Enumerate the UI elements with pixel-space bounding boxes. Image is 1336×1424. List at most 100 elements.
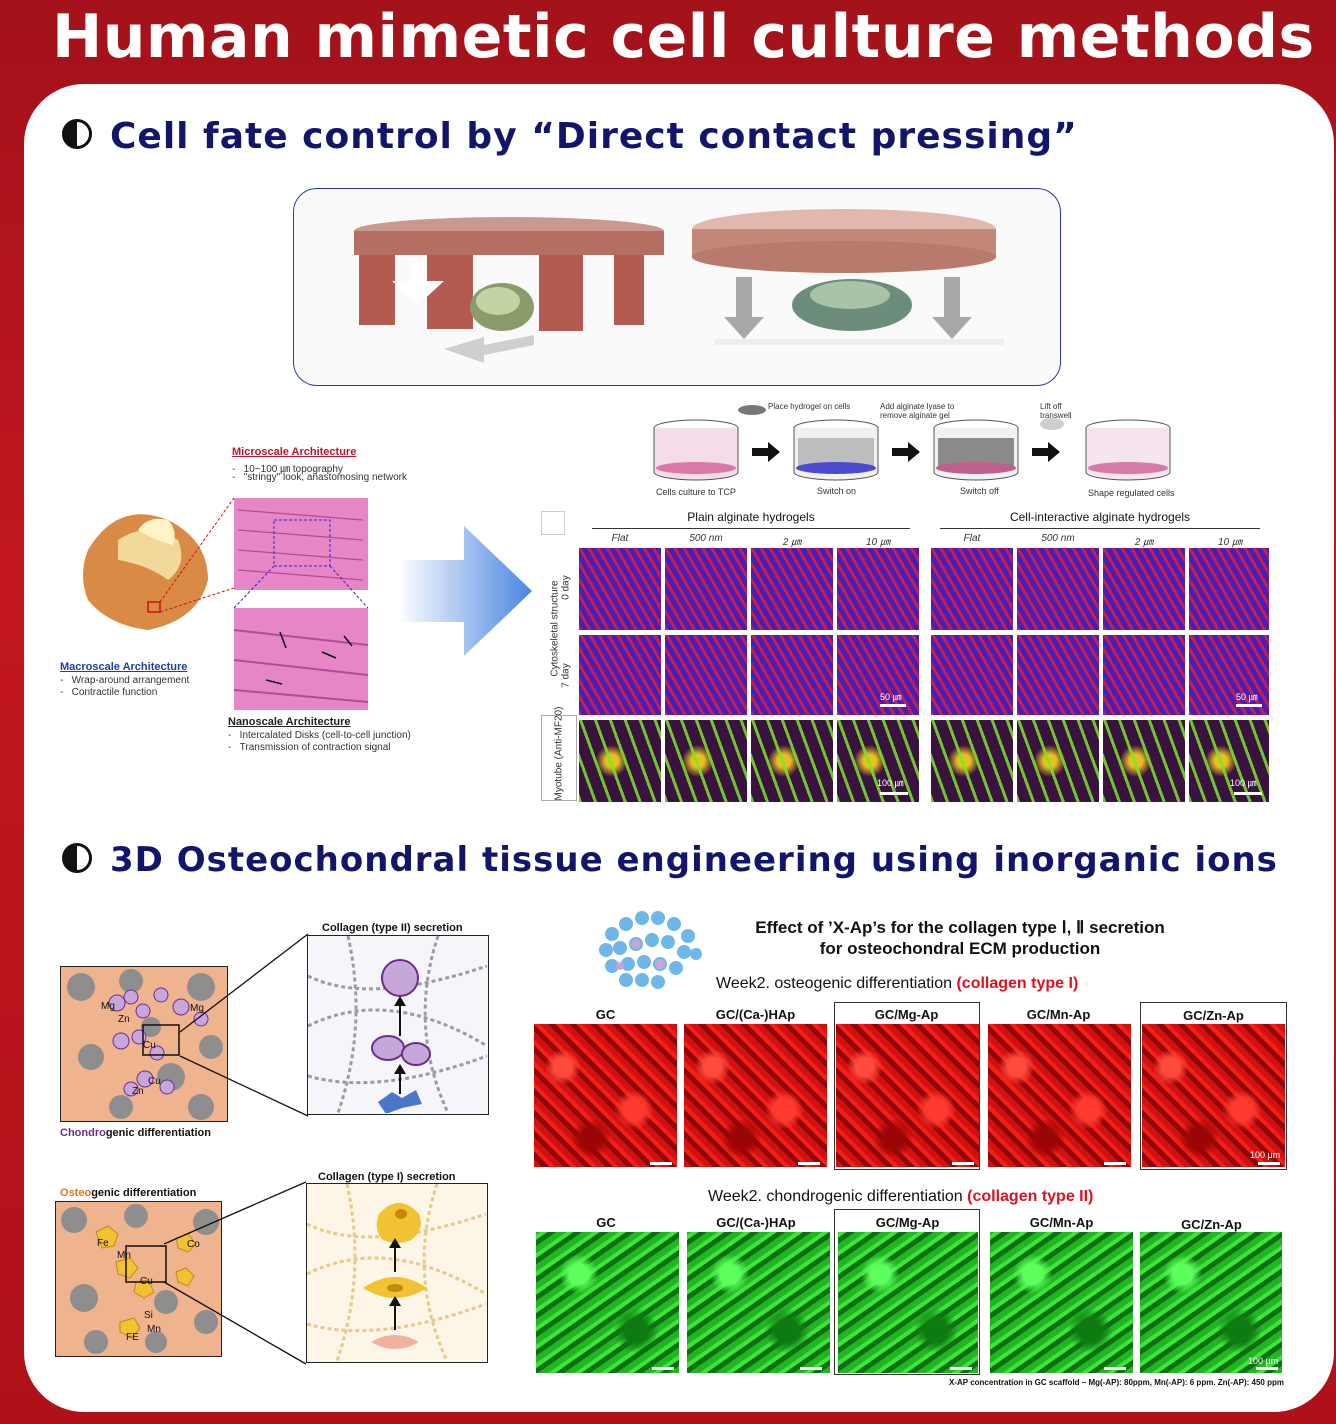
collagen1-mgap-image	[836, 1024, 979, 1167]
macro-item-2: - Contractile function	[60, 687, 158, 698]
effect-title-line1: Effect of ’X-Ap’s for the collagen type …	[755, 918, 1165, 937]
green-col-gc-mgap: GC/Mg-Ap	[875, 1215, 940, 1230]
pressing-diagram	[354, 209, 1004, 363]
myo-500nm-interactive	[1017, 720, 1099, 802]
particle-cluster-image	[599, 911, 702, 989]
chondro-scaffold-image	[67, 969, 223, 1120]
osteo-ion-2: Mn	[117, 1250, 131, 1261]
collagen2-illustration	[307, 935, 488, 1114]
col-500nm-1: 500 nm	[689, 533, 723, 544]
red-highlight-mg	[834, 1002, 980, 1170]
cyto-0day-500nm-plain	[665, 548, 747, 630]
chondro-prefix: Chondro	[60, 1127, 106, 1139]
green-highlight-mg	[834, 1209, 980, 1375]
osteo-scaffold-image	[61, 1204, 219, 1354]
week-chondro-highlight: (collagen type II)	[967, 1188, 1094, 1205]
red-col-gc-mnap: GC/Mn-Ap	[1026, 1007, 1091, 1022]
osteo-scaffold	[55, 1201, 222, 1357]
red-scalebar-3	[952, 1162, 974, 1165]
osteo-zoom-lines	[163, 1181, 307, 1365]
myo-500nm-plain	[665, 720, 747, 802]
green-col-gc-caHap: GC/(Ca-)HAp	[716, 1215, 796, 1230]
chondro-suffix: genic differentiation	[105, 1127, 211, 1139]
nano-item-2-text: Transmission of contraction signal	[239, 742, 391, 753]
red-highlight-zn	[1140, 1002, 1287, 1170]
myotube-label-box	[541, 715, 577, 801]
grid-corner-box	[541, 511, 565, 535]
col-10um-1: 10 ㎛	[866, 537, 890, 548]
osteo-ion-4: Cu	[140, 1276, 153, 1287]
scale-100um-2: 100 ㎛	[1230, 778, 1257, 788]
osteo-ion-3: Co	[187, 1239, 200, 1250]
scale-bar-100um-1	[880, 792, 908, 795]
page-title: Human mimetic cell culture methods	[52, 2, 1315, 72]
cyto-7day-500nm-plain	[665, 635, 747, 715]
nano-item-2: - Transmission of contraction signal	[228, 742, 391, 753]
green-scalebar-5	[1256, 1367, 1278, 1370]
cyto-7day-2um-plain	[751, 635, 833, 715]
step3-note: Add alginate lyase to remove alginate ge…	[880, 402, 955, 420]
chondro-ion-6: Zn	[132, 1086, 144, 1097]
collagen1-gc-image	[534, 1024, 677, 1167]
week-osteo-text: Week2. osteogenic differentiation	[716, 975, 953, 992]
myo-10um-interactive	[1189, 720, 1269, 802]
chondro-ion-1: Mg	[101, 1001, 115, 1012]
chondro-ion-4: Cu	[143, 1040, 156, 1051]
myo-2um-plain	[751, 720, 833, 802]
macro-item-1: - Wrap-around arrangement	[60, 675, 190, 686]
osteo-label: Osteogenic differentiation	[60, 1187, 196, 1199]
transition-arrow	[398, 526, 532, 656]
grid-group1-rule	[592, 528, 910, 529]
scale-bar-50um-2	[1236, 704, 1262, 707]
week-osteo-highlight: (collagen type I)	[956, 975, 1079, 992]
week-osteo-caption: Week2. osteogenic differentiation (colla…	[716, 975, 1078, 993]
myo-10um-plain	[837, 720, 919, 802]
red-scalebar-4	[1104, 1162, 1126, 1165]
osteo-suffix: genic differentiation	[91, 1187, 197, 1199]
myo-2um-interactive	[1103, 720, 1185, 802]
red-scalebar-1	[650, 1162, 672, 1165]
collagen2-title: Collagen (type II) secretion	[322, 922, 463, 934]
grid-group2: Cell-interactive alginate hydrogels	[1009, 510, 1191, 524]
collagen2-cahap-image	[687, 1232, 830, 1373]
collagen2-gc-image	[536, 1232, 679, 1373]
micro-item-2-text: "stringy" look, anastomosing network	[243, 472, 407, 483]
cyto-7day-flat-plain	[579, 635, 661, 715]
micro-item-1-text: 10~100 ㎛ topography	[243, 464, 343, 475]
collagen1-cahap-image	[684, 1024, 827, 1167]
osteo-ion-7: FE	[126, 1332, 139, 1343]
nano-item-1: - Intercalated Disks (cell-to-cell junct…	[228, 730, 411, 741]
scale-bar-100um-2	[1234, 792, 1262, 795]
cyto-7day-10um-interactive	[1189, 635, 1269, 715]
effect-title: Effect of ’X-Ap’s for the collagen type …	[720, 917, 1200, 959]
grid-group1: Plain alginate hydrogels	[687, 510, 815, 524]
green-scalebar-2	[800, 1367, 822, 1370]
process-diagram	[653, 405, 1171, 481]
collagen1-title: Collagen (type I) secretion	[318, 1171, 456, 1183]
myo-flat-plain	[579, 720, 661, 802]
micro-item-1: - 10~100 ㎛ topography	[232, 464, 343, 475]
col-flat-2: Flat	[963, 533, 981, 544]
heart-illustration	[83, 497, 369, 710]
step1-label: Cells culture to TCP	[656, 487, 736, 497]
step2-label: Switch on	[817, 486, 857, 496]
col-10um-2: 10 ㎛	[1218, 537, 1242, 548]
red-scale-label: 100 μm	[1250, 1150, 1281, 1160]
collagen2-diagram	[307, 935, 489, 1115]
micro-title: Microscale Architecture	[232, 446, 357, 458]
macro-title: Macroscale Architecture	[60, 661, 188, 673]
right-arrow-icon	[398, 526, 532, 656]
step2-note: Place hydrogel on cells	[768, 402, 851, 411]
cyto-0day-2um-plain	[751, 548, 833, 630]
collagen1-znap-image	[1142, 1024, 1285, 1167]
section1-heading: Cell fate control by “Direct contact pre…	[62, 116, 1078, 157]
half-circle-icon	[62, 119, 92, 149]
red-col-gc-znap: GC/Zn-Ap	[1183, 1008, 1244, 1023]
cyto-0day-2um-interactive	[1103, 548, 1185, 630]
cyto-7day-500nm-interactive	[1017, 635, 1099, 715]
effect-title-line2: for osteochondral ECM production	[819, 939, 1101, 958]
row-group-label: Cytoskeletal structure	[549, 580, 561, 677]
cyto-0day-500nm-interactive	[1017, 548, 1099, 630]
cyto-0day-flat-interactive	[931, 548, 1013, 630]
row-7day: 7 day	[560, 663, 572, 688]
